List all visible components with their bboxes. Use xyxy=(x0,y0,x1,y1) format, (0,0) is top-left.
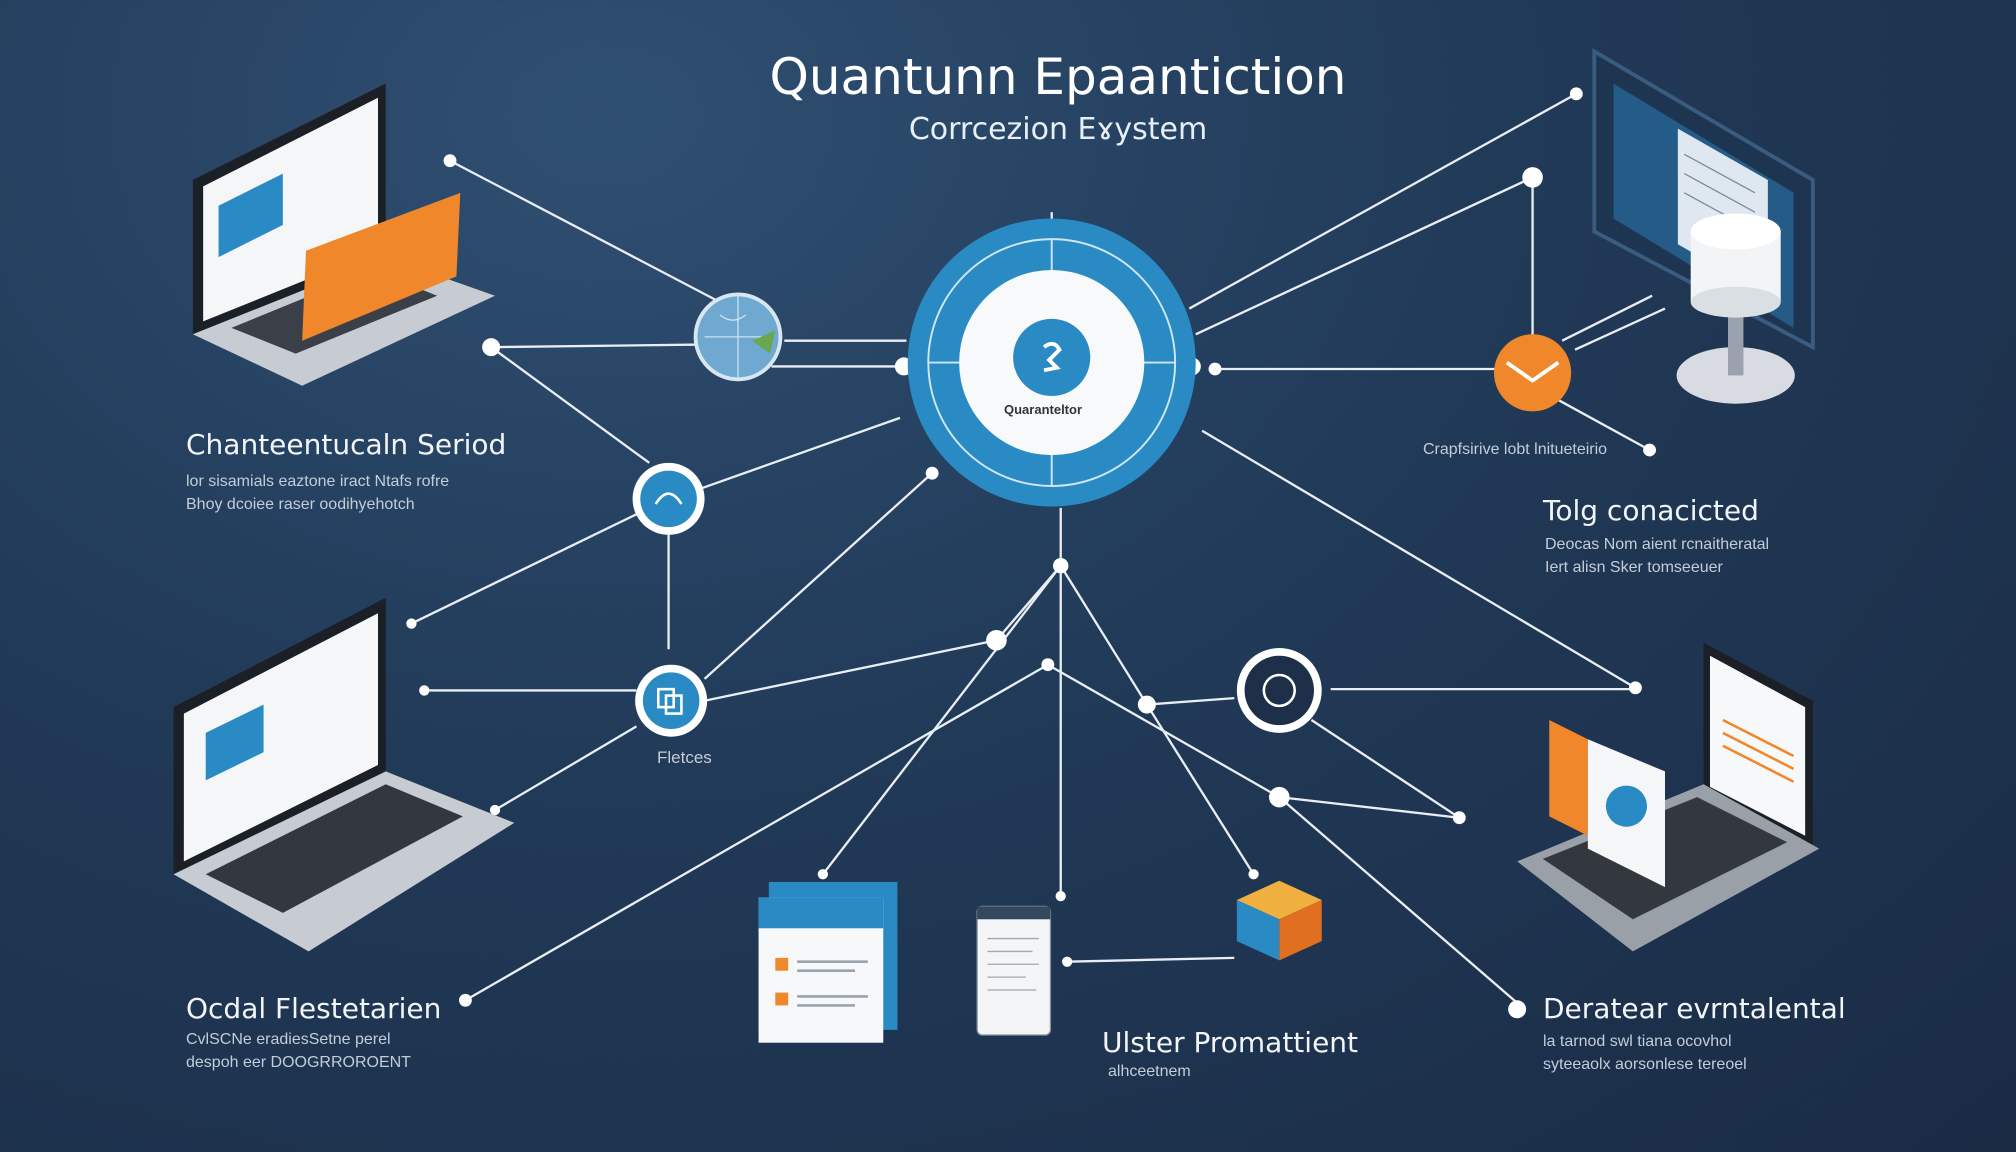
page-subtitle: Corrcezion Eɤystem xyxy=(908,112,1208,147)
phone-icon xyxy=(976,905,1052,1036)
bottom-right-heading: Deratear evrntalental xyxy=(1543,992,1846,1025)
central-hub xyxy=(907,218,1196,507)
node-circle-bottom xyxy=(635,664,708,737)
middle-right-description: Deocas Nom aient rcnaitheratal Iert alis… xyxy=(1545,533,1769,579)
cube-icon xyxy=(1236,880,1322,961)
document-stack-icon xyxy=(758,882,898,1043)
top-left-description: lor sisamials eaztone iract Ntafs rofre … xyxy=(186,470,449,516)
description-line: lor sisamials eaztone iract Ntafs rofre xyxy=(186,473,450,490)
top-left-heading: Chanteentucaln Seriod xyxy=(186,428,507,461)
laptop-top-left xyxy=(192,83,495,386)
laptop-bottom-left xyxy=(173,597,515,952)
page-title: Quantunn Epaantiction xyxy=(769,48,1347,106)
description-line: despoh eer DOOGRROROENT xyxy=(186,1054,411,1071)
server-icon xyxy=(1676,213,1795,404)
description-line: CvlSCNe eradiesSetne perel xyxy=(186,1031,391,1048)
node-circle-right xyxy=(1236,648,1322,733)
node-caption: Fletces xyxy=(657,748,712,767)
bottom-center-description: alhceetnem xyxy=(1108,1060,1191,1083)
description-line: Iert alisn Sker tomseeuer xyxy=(1545,559,1723,576)
description-line: Bhoy dcoiee raser oodihyehotch xyxy=(186,496,415,513)
bottom-right-description: la tarnod swl tiana ocovhol syteeaolx ao… xyxy=(1543,1030,1747,1076)
description-line: Deocas Nom aient rcnaitheratal xyxy=(1545,536,1770,553)
hub-label: Quaranteltor xyxy=(1004,402,1083,417)
laptop-bottom-right xyxy=(1517,642,1820,952)
bottom-left-heading: Ocdal Flestetarien xyxy=(186,992,442,1025)
quantum-link-icon xyxy=(1042,341,1062,373)
description-line: la tarnod swl tiana ocovhol xyxy=(1543,1033,1732,1050)
description-line: syteeaolx aorsonlese tereoel xyxy=(1543,1056,1747,1073)
middle-right-heading: Tolg conacicted xyxy=(1543,494,1759,527)
description-line: alhceetnem xyxy=(1108,1063,1191,1080)
globe-icon xyxy=(693,292,783,382)
mail-icon xyxy=(1494,334,1572,412)
bottom-center-heading: Ulster Promattient xyxy=(1102,1026,1359,1059)
bottom-left-description: CvlSCNe eradiesSetne perel despoh eer DO… xyxy=(186,1028,411,1074)
top-right-caption: Crapfsirive lobt lnitueteirio xyxy=(1423,441,1608,458)
node-circle-top xyxy=(632,462,705,535)
